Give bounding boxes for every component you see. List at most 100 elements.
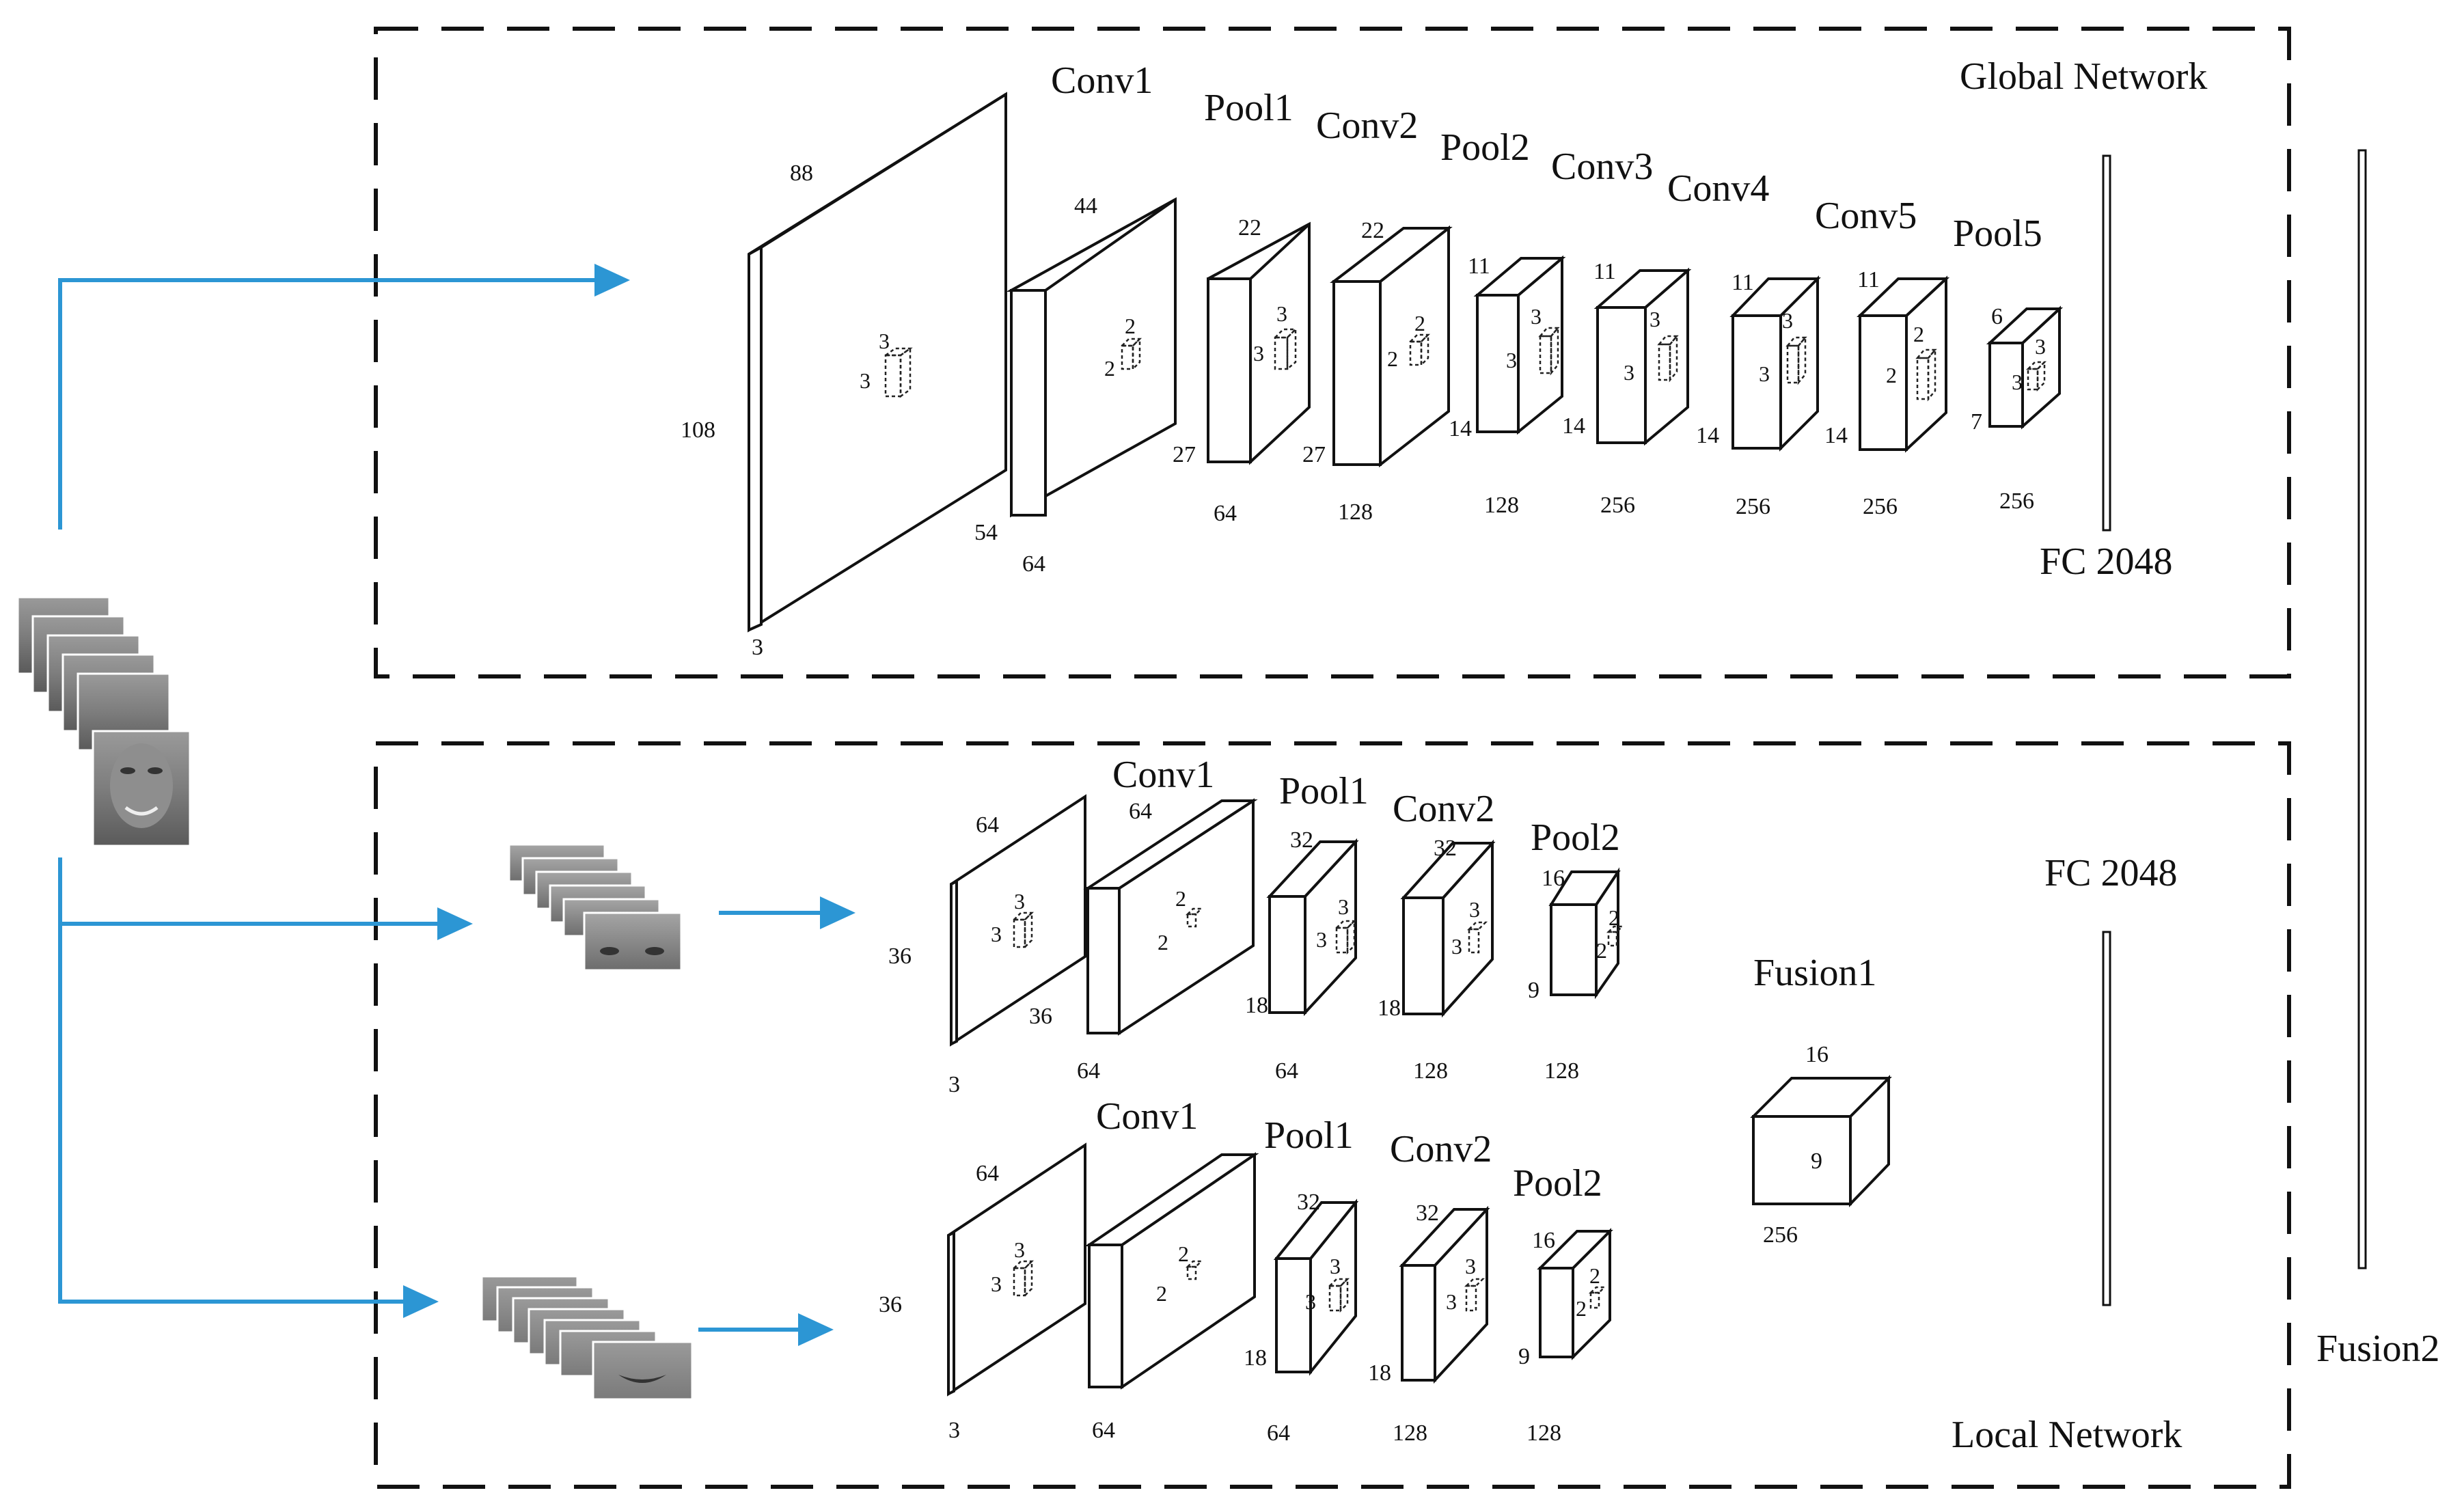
kernel-size-label: 3: [1506, 348, 1517, 372]
global-pool1-width: 22: [1238, 215, 1261, 241]
mouth-pool2-depth: 128: [1527, 1420, 1561, 1446]
mouth-kernels: [1011, 1259, 1607, 1313]
face-image-stack: [16, 596, 191, 847]
kernel-size-label: 2: [1596, 938, 1607, 963]
global-pool2-label: Pool2: [1440, 126, 1530, 169]
global-pool5-depth: 256: [1999, 489, 2034, 514]
kernel-size-label: 2: [1576, 1296, 1587, 1321]
global-kernels: [883, 325, 2047, 402]
global-pool1-height: 27: [1173, 442, 1196, 467]
global-conv4-height: 14: [1696, 423, 1719, 448]
kernel-size-label: 3: [1624, 360, 1634, 385]
local-fc-bar: [2102, 931, 2111, 1306]
eye-conv1-height: 36: [1029, 1004, 1052, 1029]
global-pool1-label: Pool1: [1204, 87, 1293, 129]
kernel-size-label: 2: [1886, 363, 1897, 387]
kernel-size-label: 2: [1156, 1281, 1167, 1306]
global-conv3-width: 11: [1593, 259, 1616, 284]
fusion1-height: 9: [1811, 1149, 1822, 1174]
local-branch-arrow-mouth: [58, 924, 410, 1304]
eye-pool1-depth: 64: [1275, 1058, 1298, 1084]
fusion1: Fusion1 16 9 256: [1750, 952, 1892, 1248]
kernel-size-label: 3: [1649, 307, 1660, 331]
global-network-title: Global Network: [1960, 55, 2207, 98]
kernel-size-label: 2: [1414, 311, 1425, 335]
global-pool5-label: Pool5: [1953, 212, 2042, 255]
eye-branch-arrowhead: [437, 907, 473, 940]
global-conv5-depth: 256: [1863, 494, 1898, 519]
global-pool2-depth: 128: [1484, 493, 1519, 518]
kernel-size-label: 2: [1104, 356, 1115, 381]
global-conv1-width: 44: [1074, 193, 1097, 219]
kernel-size-label: 3: [2035, 334, 2046, 359]
kernel-size-label: 2: [1589, 1263, 1600, 1288]
global-conv1-height: 54: [974, 520, 998, 545]
global-conv1-label: Conv1: [1051, 59, 1153, 102]
kernel-size-label: 2: [1178, 1241, 1189, 1266]
global-conv3-depth: 256: [1600, 493, 1635, 518]
local-fc: FC 2048: [2044, 852, 2178, 1306]
kernel-size-label: 3: [1465, 1254, 1476, 1278]
mouth-conv2-label: Conv2: [1390, 1128, 1492, 1170]
eye-input-depth: 3: [948, 1072, 960, 1097]
fusion1-block-top: [1750, 1077, 1892, 1118]
mouth-pool1-label: Pool1: [1264, 1114, 1354, 1157]
mouth-conv2-depth: 128: [1393, 1420, 1427, 1446]
global-conv5-block: [1857, 275, 1950, 453]
fusion1-width: 16: [1805, 1042, 1829, 1067]
mouth-pool2-height: 9: [1518, 1344, 1530, 1369]
eye-pool2-depth: 128: [1544, 1058, 1579, 1084]
mouth-conv2-width: 32: [1416, 1200, 1439, 1226]
mouth-input-depth: 3: [948, 1418, 960, 1443]
kernel-size-label: 3: [991, 1272, 1002, 1296]
eye-conv2-label: Conv2: [1393, 788, 1494, 830]
global-fc-label: FC 2048: [2040, 540, 2173, 583]
eye-conv2-height: 18: [1378, 996, 1401, 1021]
local-network-title: Local Network: [1952, 1414, 2182, 1456]
eye-pool2-label: Pool2: [1531, 816, 1620, 859]
kernel-size-label: 3: [1446, 1289, 1457, 1314]
eye-pool2-height: 9: [1528, 978, 1539, 1003]
kernel-size-label: 2: [1158, 930, 1168, 955]
mouth-conv1-block: [1084, 1152, 1259, 1390]
mouth-conv1-label: Conv1: [1096, 1095, 1198, 1138]
global-input-depth: 3: [752, 635, 763, 660]
mouth-pool1-depth: 64: [1267, 1420, 1290, 1446]
eye-region-image-stack: [508, 843, 683, 972]
local-branch-arrow-eye: [58, 857, 444, 926]
kernel-size-label: 3: [879, 329, 890, 353]
global-pool2-height: 14: [1449, 416, 1472, 441]
global-pool2-block: [1473, 255, 1566, 435]
global-input-width: 88: [790, 161, 813, 186]
global-conv1-block: [1006, 197, 1177, 518]
eye-pool2-width: 16: [1542, 866, 1565, 891]
kernel-size-label: 3: [1014, 889, 1025, 914]
eye-pool1-block: [1266, 838, 1359, 1017]
kernel-size-label: 2: [1387, 346, 1398, 371]
input-flow-arrows: [58, 264, 855, 1346]
kernel-size-label: 3: [2012, 370, 2023, 394]
eye-conv2-depth: 128: [1413, 1058, 1448, 1084]
global-conv1-depth: 64: [1022, 551, 1045, 577]
global-conv4-label: Conv4: [1667, 167, 1769, 210]
global-conv5-height: 14: [1824, 423, 1848, 448]
kernel-size-label: 3: [1531, 304, 1542, 329]
global-pool5-block: [1986, 305, 2064, 430]
global-conv2-width: 22: [1361, 218, 1384, 243]
kernel-size-label: 3: [1782, 308, 1793, 333]
global-pool2-width: 11: [1468, 253, 1490, 279]
global-conv2-height: 27: [1302, 442, 1326, 467]
eye-to-network-arrowhead: [820, 896, 855, 929]
mouth-pool2-width: 16: [1532, 1228, 1555, 1253]
fusion2-bar: [2357, 149, 2367, 1269]
kernel-size-label: 3: [1014, 1237, 1025, 1262]
global-conv2-label: Conv2: [1316, 105, 1418, 147]
eye-pool2-block: [1548, 867, 1621, 1000]
global-pool1-block: [1207, 221, 1311, 465]
global-conv3-label: Conv3: [1551, 146, 1653, 188]
eye-kernels: [1011, 907, 1625, 955]
kernel-size-label: 2: [1125, 314, 1136, 338]
kernel-size-label: 2: [1609, 905, 1619, 930]
mouth-pool1-width: 32: [1297, 1190, 1320, 1215]
